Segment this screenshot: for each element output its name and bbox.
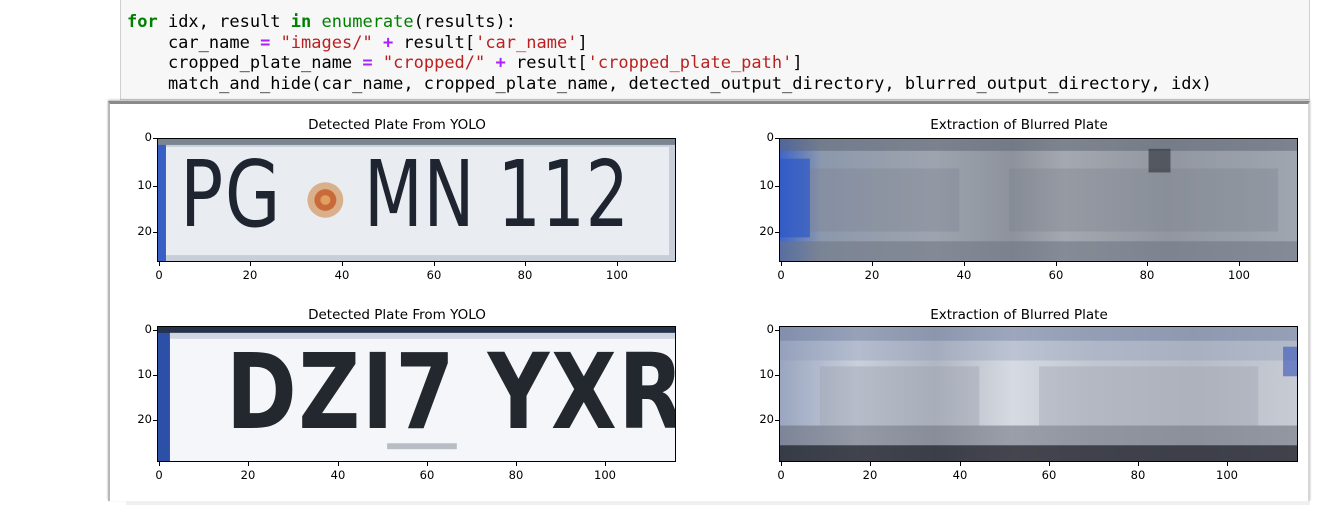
- code-token: enumerate: [321, 12, 414, 32]
- figure-blurred-plate-1: Extraction of Blurred Plate: [740, 117, 1298, 287]
- code-token: cropped_plate_name: [127, 53, 363, 73]
- license-plate-image: [158, 327, 675, 461]
- code-line-4: match_and_hide(car_name, cropped_plate_n…: [127, 74, 1212, 95]
- code-token: ]: [577, 32, 588, 53]
- plate-image-frame: DZI7 YXR: [157, 326, 676, 462]
- code-token: (results):: [413, 12, 516, 32]
- code-token: car_name: [127, 32, 261, 53]
- plate-text-left: PG: [180, 141, 283, 248]
- blurred-image-frame: [779, 138, 1298, 262]
- code-token: "cropped/": [382, 53, 486, 73]
- code-token: 'car_name': [475, 32, 578, 53]
- blurred-image-frame: [779, 326, 1298, 462]
- license-plate-image: [158, 139, 675, 261]
- plot-title: Detected Plate From YOLO: [308, 307, 486, 323]
- blurred-plate-image: [780, 327, 1297, 461]
- code-token: =: [362, 53, 373, 73]
- code-token: [311, 12, 321, 32]
- figure-detected-plate-1: Detected Plate From YOLO PG MN 112 0 10 …: [118, 117, 676, 287]
- plate-text-right: MN 112: [364, 141, 630, 248]
- code-token: +: [382, 32, 394, 53]
- code-token: result[: [505, 53, 588, 73]
- code-token: =: [260, 32, 271, 53]
- code-token: for: [127, 12, 158, 32]
- plot-title: Extraction of Blurred Plate: [930, 117, 1108, 133]
- plot-title: Detected Plate From YOLO: [308, 117, 486, 133]
- code-token: [270, 33, 280, 53]
- code-token: [373, 53, 383, 73]
- code-line-3: cropped_plate_name = "cropped/" + result…: [127, 53, 1212, 74]
- code-token: in: [290, 12, 312, 32]
- plate-text: DZI7 YXR: [226, 331, 676, 453]
- code-token: ]: [792, 53, 803, 73]
- code-token: "images/": [280, 32, 373, 53]
- figure-detected-plate-2: Detected Plate From YOLO DZI7 YXR 0 10 2…: [118, 307, 676, 485]
- code-token: match_and_hide(car_name, cropped_plate_n…: [127, 73, 1212, 94]
- code-line-2: car_name = "images/" + result['car_name'…: [127, 33, 1212, 54]
- code-token: [373, 33, 383, 53]
- code-token: idx, result: [157, 12, 291, 32]
- output-bottom-edge: [126, 501, 1310, 505]
- code-token: [485, 53, 495, 73]
- code-token: 'cropped_plate_path': [587, 53, 793, 73]
- blurred-plate-image: [780, 139, 1297, 261]
- plot-title: Extraction of Blurred Plate: [930, 307, 1108, 323]
- code-cell[interactable]: for idx, result in enumerate(results): c…: [120, 0, 1310, 100]
- code-editor[interactable]: for idx, result in enumerate(results): c…: [127, 12, 1212, 94]
- code-line-1: for idx, result in enumerate(results):: [127, 12, 1212, 33]
- plate-image-frame: PG MN 112: [157, 138, 676, 262]
- code-token: result[: [393, 32, 476, 53]
- figure-blurred-plate-2: Extraction of Blurred Plate: [740, 307, 1298, 485]
- code-token: +: [495, 53, 506, 73]
